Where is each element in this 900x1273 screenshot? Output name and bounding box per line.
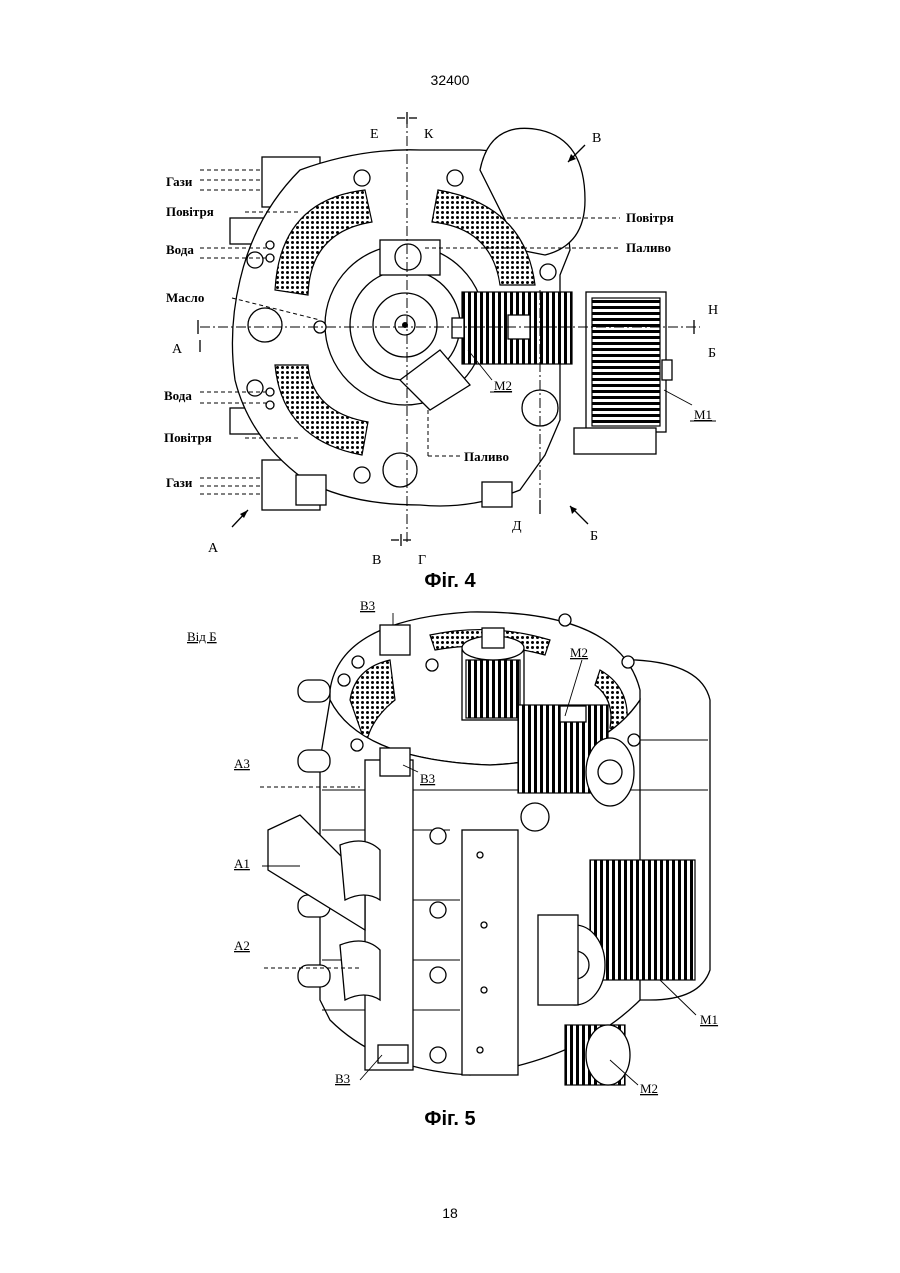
label-b3-mid: В3 — [420, 771, 435, 786]
label-air-left-bottom: Повітря — [164, 430, 212, 445]
label-d: Д — [512, 519, 522, 534]
figure-4-caption: Фіг. 4 — [0, 570, 900, 593]
bottom-port — [383, 453, 417, 487]
label-a-left: А — [172, 342, 183, 357]
label-oil: Масло — [166, 290, 204, 305]
label-view-from-b: Від Б — [187, 629, 217, 644]
label-fuel-right: Паливо — [626, 240, 671, 255]
label-gases-bottom: Гази — [166, 475, 193, 490]
label-a1: А1 — [234, 856, 250, 871]
label-m2-top: М2 — [570, 645, 588, 660]
label-k: К — [424, 127, 434, 142]
label-h: Н — [708, 303, 718, 318]
label-e: Е — [370, 127, 379, 142]
b3-gear-bottom — [378, 1045, 408, 1063]
figure-5-caption: Фіг. 5 — [0, 1108, 900, 1131]
label-b-bottom: Б — [590, 529, 598, 544]
label-a3: А3 — [234, 756, 250, 771]
label-b3-bottom: В3 — [335, 1071, 350, 1086]
label-air-left-top: Повітря — [166, 204, 214, 219]
b3-gear-top — [380, 625, 410, 655]
fig5-drawing: Від Б В3 В3 В3 А3 А1 А2 М2 М1 М2 — [187, 598, 718, 1096]
left-port — [248, 308, 282, 342]
label-v-top: В — [592, 131, 601, 146]
label-fuel-bottom: Паливо — [464, 449, 509, 464]
label-air-right: Повітря — [626, 210, 674, 225]
page-number: 18 — [0, 1205, 900, 1221]
label-m2-bottom: М2 — [640, 1081, 658, 1096]
label-m1: М1 — [694, 407, 712, 422]
label-water-bottom: Вода — [164, 388, 192, 403]
label-b-right: Б — [708, 346, 716, 361]
label-a2: А2 — [234, 938, 250, 953]
label-gases-top: Гази — [166, 174, 193, 189]
label-water-top: Вода — [166, 242, 194, 257]
label-b3-top: В3 — [360, 598, 375, 613]
label-a-bottom: А — [208, 541, 219, 556]
motor-m1 — [590, 860, 695, 980]
front-plate — [462, 830, 518, 1075]
front-rib-left — [365, 760, 413, 1070]
fig4-drawing: Е К В Гази Повітря Вода Масло А Вода Пов… — [164, 112, 718, 568]
label-m2: М2 — [494, 378, 512, 393]
label-v-bottom: В — [372, 553, 381, 568]
label-m1-fig5: М1 — [700, 1012, 718, 1027]
b3-gear-mid — [380, 748, 410, 776]
label-g: Г — [418, 553, 426, 568]
